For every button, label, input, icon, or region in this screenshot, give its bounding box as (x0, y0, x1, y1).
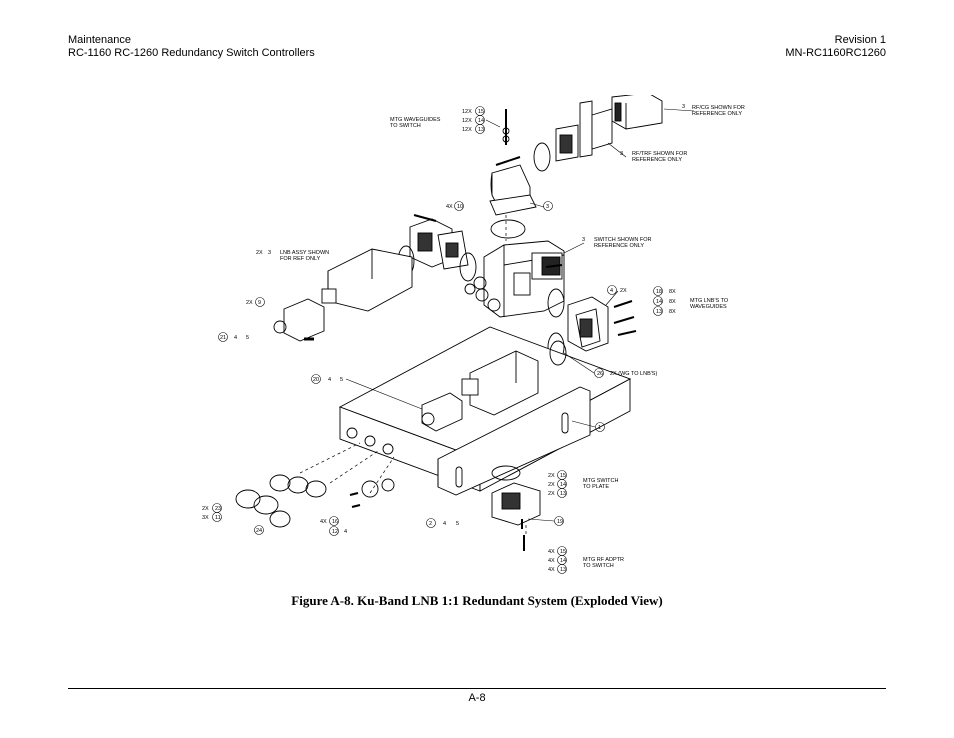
qty-3x-11: 3X (202, 515, 209, 521)
header-doc-number: MN-RC1160RC1260 (785, 47, 886, 59)
item-16: 16 (332, 519, 338, 525)
qty-8x-b: 8X (669, 299, 676, 305)
item-5-b: 5 (340, 377, 343, 383)
item-4-c: 4 (328, 377, 331, 383)
qty-2x-23: 2X (202, 506, 209, 512)
item-3-e: 3 (268, 250, 271, 256)
item-5-c: 5 (456, 521, 459, 527)
item-13-a: 13 (478, 127, 484, 133)
item-13-c: 13 (560, 491, 566, 497)
item-14-a: 14 (478, 118, 484, 124)
qty-2x-lnb: 2X (256, 250, 263, 256)
item-4-a: 4 (610, 288, 613, 294)
callout-switch-1: SWITCH SHOWN FOR (594, 237, 651, 243)
qty-12x-c: 12X (462, 127, 472, 133)
item-4-d: 4 (344, 529, 347, 535)
item-15-a: 15 (478, 109, 484, 115)
item-3-a: 3 (682, 104, 685, 110)
balloon-outlines (212, 106, 695, 574)
qty-2x-15: 2X (548, 473, 555, 479)
callout-lnb-assy-2: FOR REF ONLY (280, 256, 321, 262)
qty-8x-c: 8X (669, 309, 676, 315)
callout-rf-trf-1: RF/TRF SHOWN FOR (632, 151, 687, 157)
figure-caption: Figure A-8. Ku-Band LNB 1:1 Redundant Sy… (291, 593, 663, 608)
callout-rf-cg-2: REFERENCE ONLY (692, 111, 742, 117)
item-4-e: 4 (443, 521, 446, 527)
item-11: 11 (215, 515, 221, 521)
item-14-b: 14 (656, 299, 662, 305)
qty-4x-14: 4X (548, 558, 555, 564)
item-10: 10 (457, 204, 463, 210)
footer-rule (68, 688, 886, 689)
header-revision: Revision 1 (834, 34, 886, 46)
item-9: 9 (258, 300, 261, 306)
item-20: 20 (313, 377, 319, 383)
qty-12x-a: 12X (462, 109, 472, 115)
item-14-c: 14 (560, 482, 566, 488)
item-15-c: 15 (560, 549, 566, 555)
callout-switch-2: REFERENCE ONLY (594, 243, 644, 249)
item-18: 18 (656, 289, 662, 295)
callout-mtg-waveguides-1: MTG WAVEGUIDES (390, 117, 441, 123)
callout-rf-cg-1: RF/CG SHOWN FOR (692, 105, 745, 111)
item-19: 19 (557, 519, 563, 525)
qty-4x-16: 4X (320, 519, 327, 525)
callout-mtg-rf-1: MTG RF ADPTR (583, 557, 624, 563)
callout-labels: MTG WAVEGUIDES TO SWITCH 12X 12X 12X 15 … (202, 104, 745, 573)
item-15-b: 15 (560, 473, 566, 479)
header-right: Revision 1 MN-RC1160RC1260 (785, 34, 886, 60)
callout-mtg-lnbs-1: MTG LNB'S TO (690, 298, 729, 304)
qty-2x-14: 2X (548, 482, 555, 488)
item-23: 23 (215, 506, 221, 512)
callout-mtg-rf-2: TO SWITCH (583, 563, 614, 569)
drawing-linework (235, 95, 663, 551)
item-4-b: 4 (234, 335, 237, 341)
qty-2x-13: 2X (548, 491, 555, 497)
callout-mtg-switch-2: TO PLATE (583, 484, 609, 490)
header-manual-title: RC-1160 RC-1260 Redundancy Switch Contro… (68, 47, 315, 59)
item-3-b: 3 (620, 151, 623, 157)
item-13-b: 13 (656, 309, 662, 315)
callout-mtg-waveguides-2: TO SWITCH (390, 123, 421, 129)
item-2: 2 (429, 521, 432, 527)
callout-mtg-switch-1: MTG SWITCH (583, 478, 618, 484)
callout-rf-trf-2: REFERENCE ONLY (632, 157, 682, 163)
item-13-d: 13 (560, 567, 566, 573)
item-12: 12 (332, 529, 338, 535)
qty-2x-4: 2X (620, 288, 627, 294)
qty-2x-9: 2X (246, 300, 253, 306)
page-number: A-8 (468, 692, 486, 704)
qty-12x-b: 12X (462, 118, 472, 124)
callout-lnb-assy-1: LNB ASSY SHOWN (280, 250, 329, 256)
exploded-view-drawing: MTG WAVEGUIDES TO SWITCH 12X 12X 12X 15 … (202, 95, 745, 574)
header-left: Maintenance RC-1160 RC-1260 Redundancy S… (68, 34, 315, 60)
item-21: 21 (220, 335, 226, 341)
callout-wg-to-lnbs: 2X (WG TO LNB'S) (610, 371, 657, 377)
item-3-d: 3 (582, 237, 585, 243)
qty-4x-13: 4X (548, 567, 555, 573)
item-24: 24 (256, 528, 262, 534)
item-1: 1 (598, 425, 601, 431)
item-26: 26 (597, 371, 603, 377)
qty-4x-15: 4X (548, 549, 555, 555)
item-14-d: 14 (560, 558, 566, 564)
callout-mtg-lnbs-2: WAVEGUIDES (690, 304, 727, 310)
qty-4x-a: 4X (446, 204, 453, 210)
header-section-title: Maintenance (68, 34, 131, 46)
item-5-a: 5 (246, 335, 249, 341)
item-3-c: 3 (546, 204, 549, 210)
qty-8x-a: 8X (669, 289, 676, 295)
